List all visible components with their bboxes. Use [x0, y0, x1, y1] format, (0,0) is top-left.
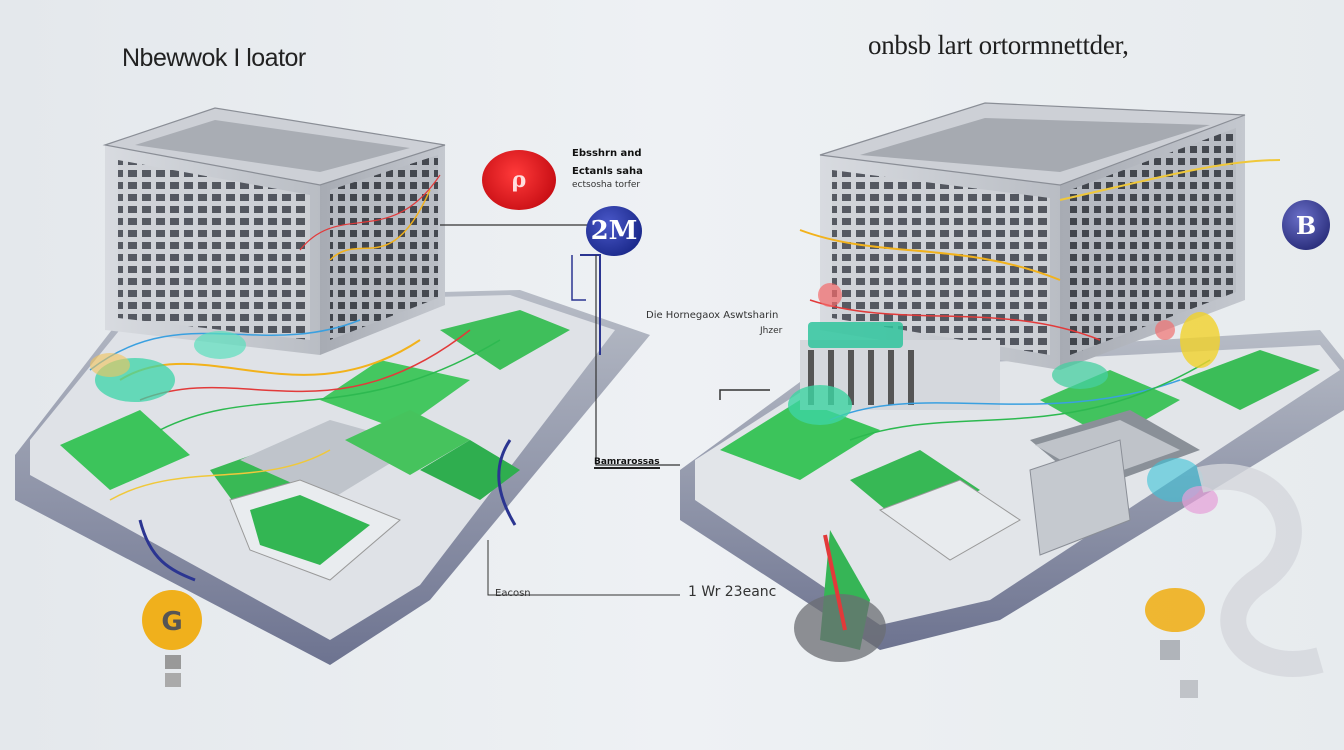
note-line-1: Ebsshrn and [572, 148, 642, 159]
middle-note-sub: Jhzer [760, 326, 783, 336]
right-building [680, 102, 1344, 698]
bottom-center-label: 1 Wr 23eanc [688, 584, 777, 600]
blue-m-badge-icon: 2M [586, 206, 642, 256]
red-badge-icon: ρ [482, 150, 556, 210]
blue-b-badge-icon: B [1282, 200, 1330, 250]
middle-note: Die Hornegaox Aswtsharin [646, 310, 779, 321]
bottom-bar-label: Bamrarossas [594, 457, 660, 469]
bottom-left-label: Eacosn [495, 588, 531, 599]
left-building: G [15, 107, 680, 687]
svg-text:G: G [161, 607, 182, 637]
left-title: Nbewwok I loator [122, 44, 306, 72]
left-courtyard-1 [60, 410, 190, 490]
yellow-blob-icon [1145, 588, 1205, 632]
right-title: onbsb lart ortormnettder, [868, 30, 1129, 60]
note-line-2: Ectanls saha [572, 166, 643, 177]
yellow-key-icon [142, 590, 202, 650]
note-line-3: ectsosha torfer [572, 180, 641, 190]
